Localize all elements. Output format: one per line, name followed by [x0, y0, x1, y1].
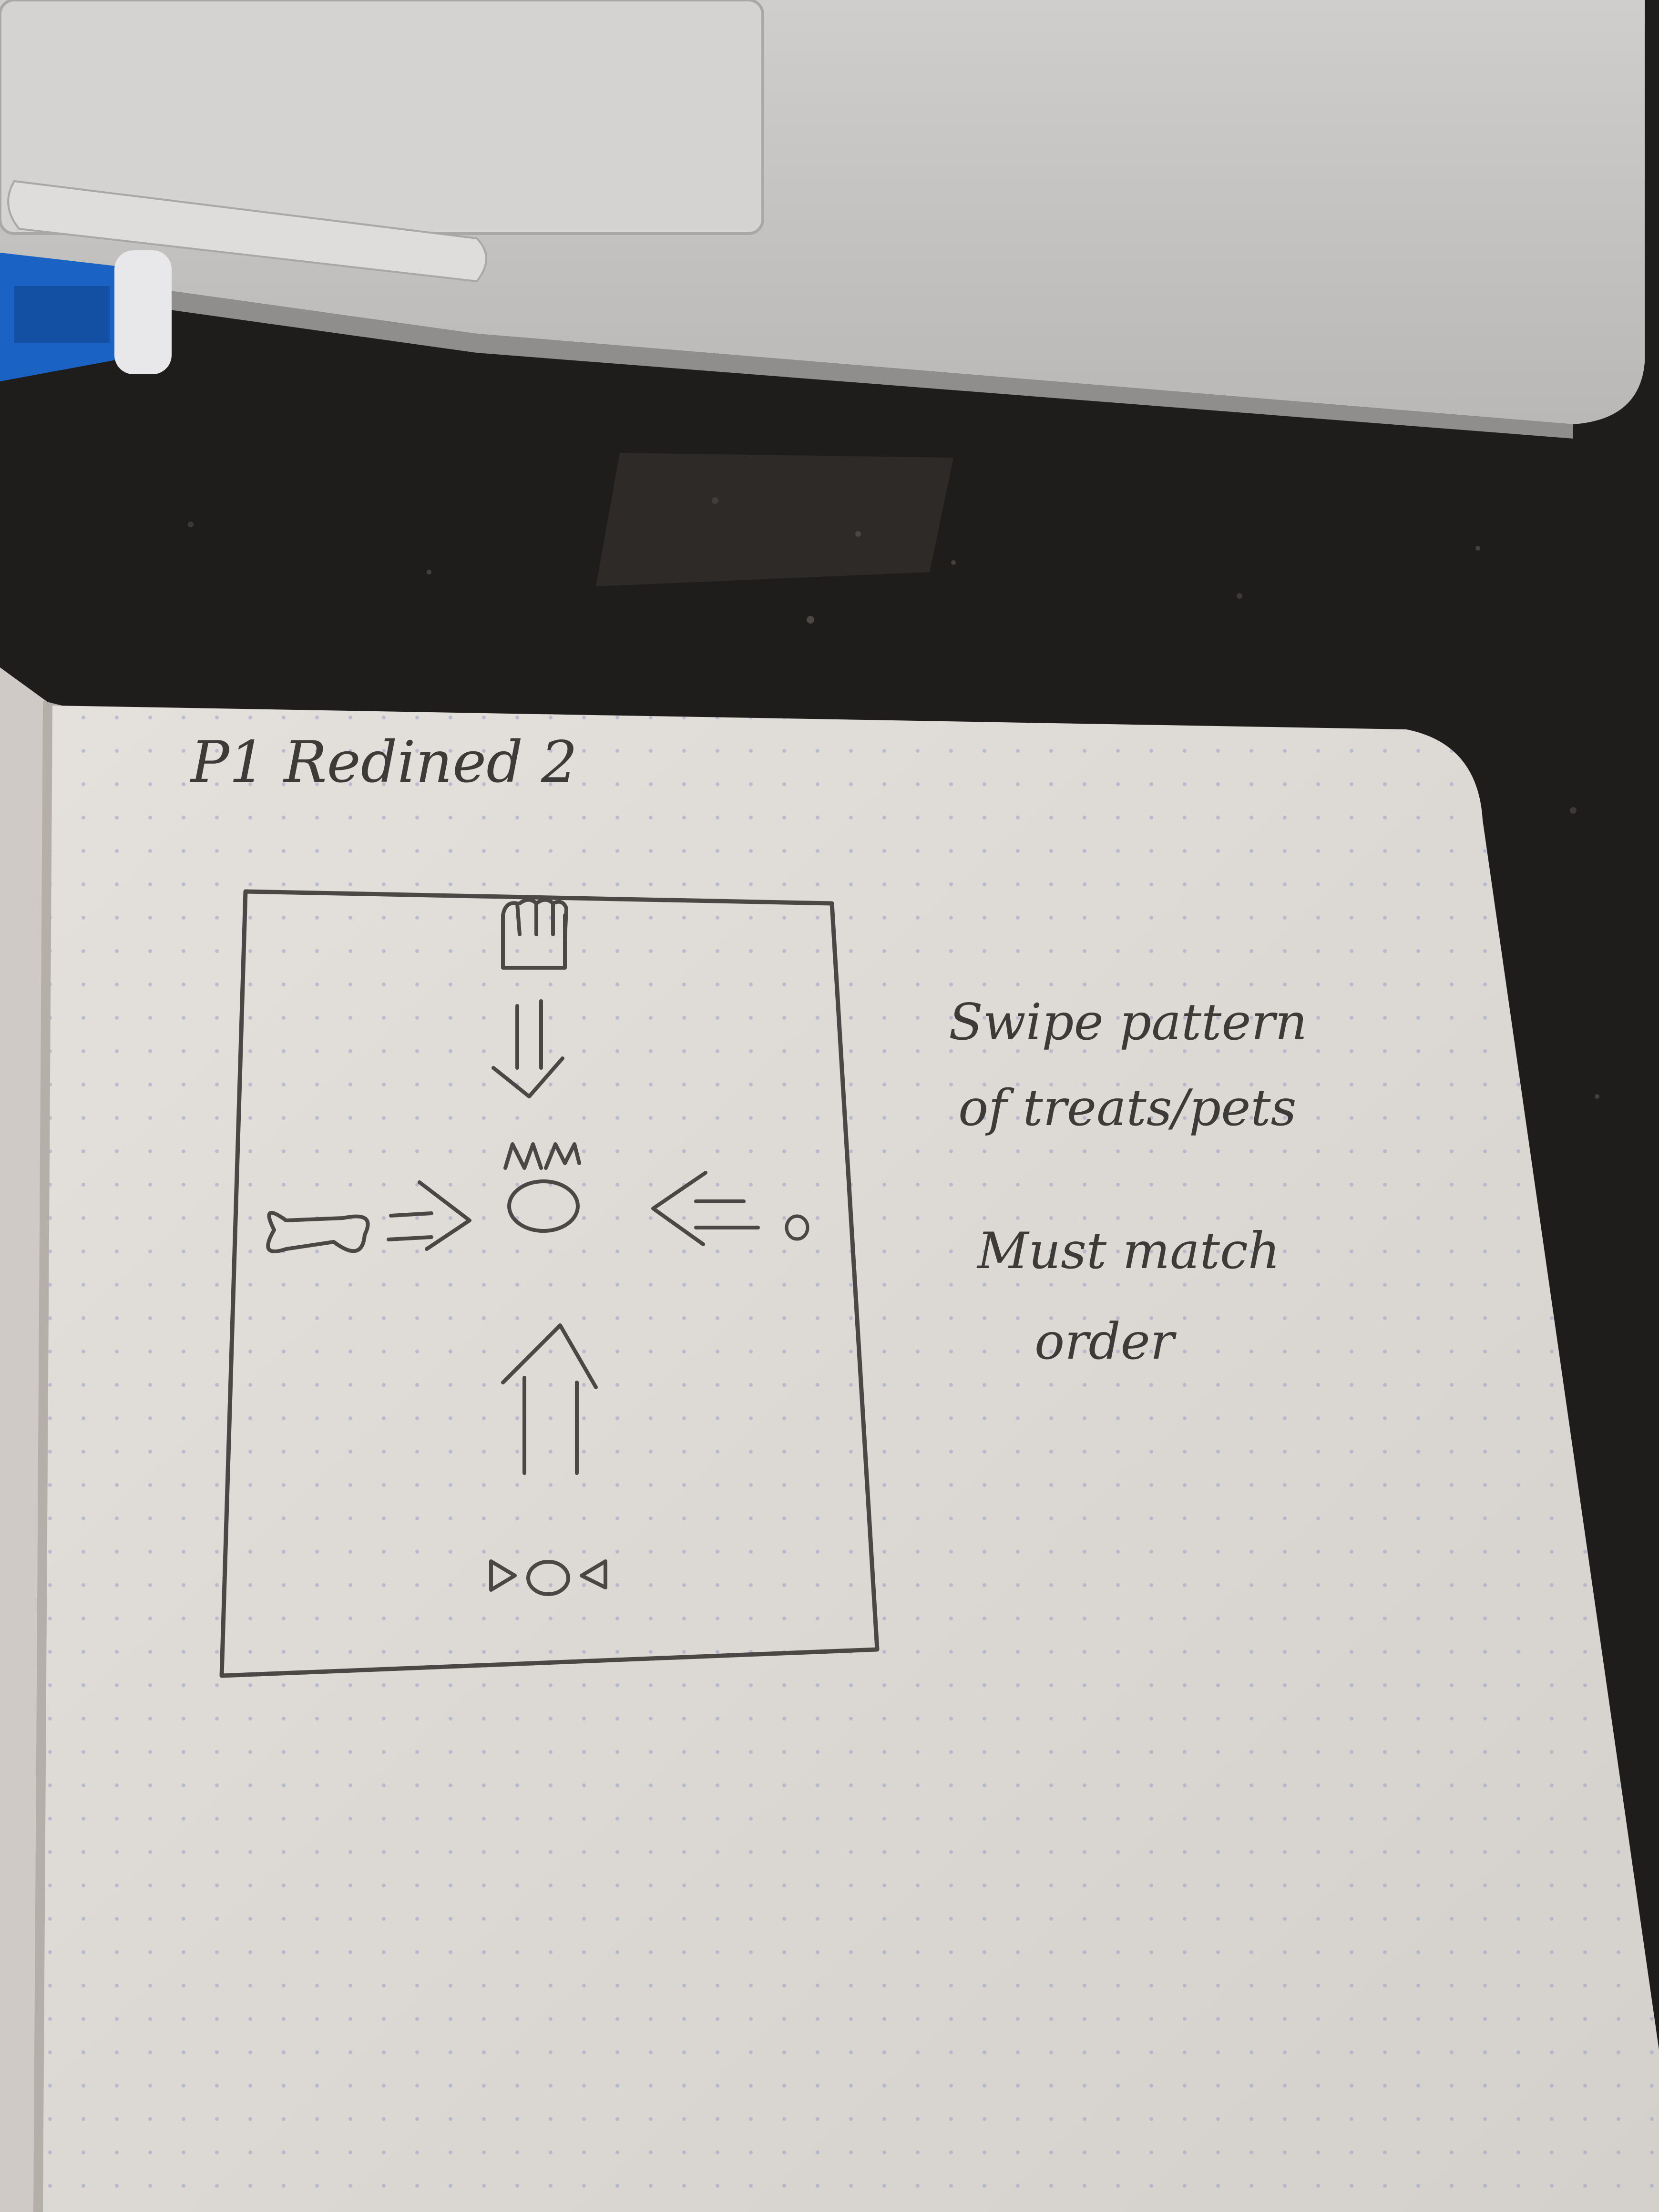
- arrow-right-icon: [387, 1180, 471, 1251]
- laptop-edge: [0, 267, 1573, 439]
- bone-icon: [266, 1211, 370, 1253]
- sketch-frame: [219, 889, 880, 1678]
- counter-reflection: [596, 453, 953, 586]
- blue-marker: [0, 250, 172, 381]
- laptop-notch: [7, 180, 487, 283]
- note-line-4: order: [1034, 1312, 1177, 1371]
- note-line-1: Swipe pattern: [949, 993, 1307, 1051]
- arrow-down-icon: [492, 999, 564, 1098]
- note-line-3: Must match: [976, 1222, 1280, 1280]
- arrow-up-icon: [501, 1323, 598, 1475]
- note-line-2: of treats/pets: [958, 1079, 1296, 1137]
- hand-icon: [501, 898, 568, 970]
- page-heading: P1 Redined 2: [190, 729, 577, 796]
- granite-speckles: [188, 497, 1599, 1099]
- ball-icon: [785, 1214, 809, 1241]
- cat-face-icon: [503, 1142, 581, 1233]
- arrow-left-icon: [651, 1171, 760, 1246]
- bow-icon: [489, 1559, 607, 1596]
